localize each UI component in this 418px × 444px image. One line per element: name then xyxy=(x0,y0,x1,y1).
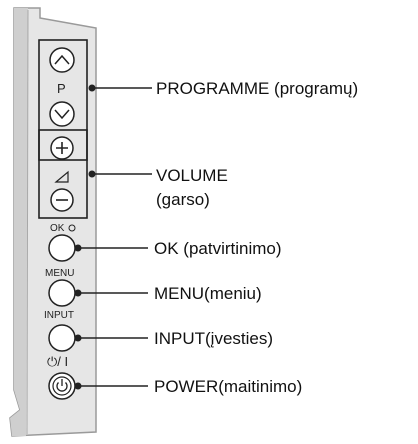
ok-indicator-dot xyxy=(68,224,76,232)
chevron-down-icon xyxy=(54,109,70,120)
volume-up-button[interactable] xyxy=(50,136,74,160)
callout-volume-line2: (garso) xyxy=(156,190,210,209)
panel-edge-shade xyxy=(10,8,28,436)
volume-down-button[interactable] xyxy=(50,188,74,212)
programme-up-button[interactable] xyxy=(49,47,75,73)
programme-group-box xyxy=(38,39,88,161)
callout-lines xyxy=(74,84,152,390)
ok-small-label: OK xyxy=(50,223,65,234)
callout-input: INPUT(įvesties) xyxy=(154,329,273,348)
power-button[interactable] xyxy=(48,372,76,400)
menu-small-label: MENU xyxy=(45,268,74,279)
volume-ramp-icon xyxy=(54,170,69,183)
programme-glyph: P xyxy=(57,81,66,96)
plus-icon xyxy=(56,142,68,154)
callout-power: POWER(maitinimo) xyxy=(154,377,302,396)
callout-volume-line1: VOLUME xyxy=(156,166,228,185)
input-small-label: INPUT xyxy=(44,310,74,321)
power-small-label: ⏻/ I xyxy=(47,354,68,369)
volume-group-box xyxy=(38,129,88,219)
callout-ok: OK (patvirtinimo) xyxy=(154,239,282,258)
ok-button[interactable] xyxy=(48,234,76,262)
tv-side-panel xyxy=(9,7,97,437)
menu-button[interactable] xyxy=(48,279,76,307)
programme-down-button[interactable] xyxy=(49,101,75,127)
input-button[interactable] xyxy=(48,324,76,352)
power-icon xyxy=(56,379,68,392)
callout-menu: MENU(meniu) xyxy=(154,284,262,303)
callout-programme: PROGRAMME (programų) xyxy=(156,79,358,98)
panel-inner-edge xyxy=(26,9,29,435)
chevron-up-icon xyxy=(54,54,70,65)
